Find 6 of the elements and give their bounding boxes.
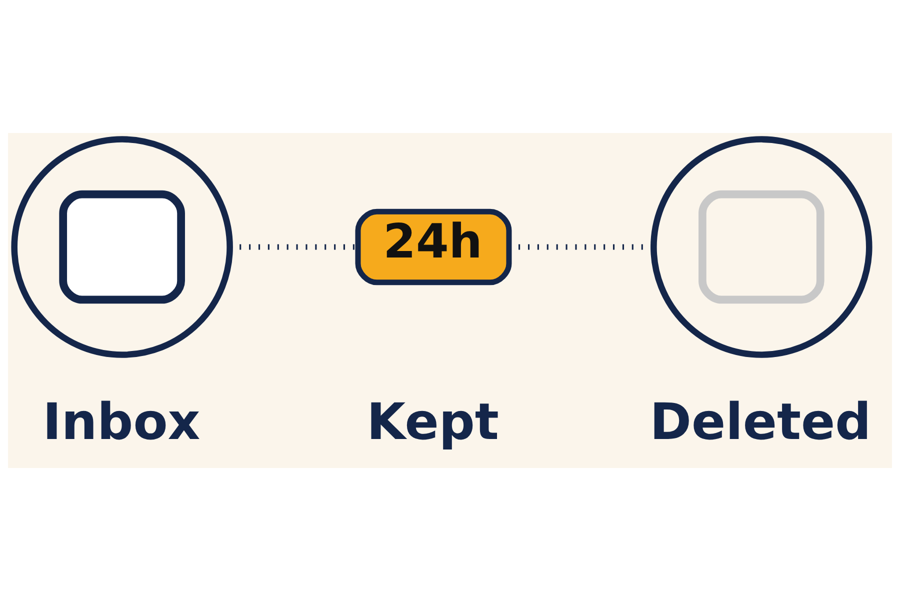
node-label: Kept: [366, 392, 499, 451]
node-circle: [11, 136, 233, 358]
node-label: Deleted: [650, 392, 872, 451]
node-label: Inbox: [42, 392, 200, 451]
node-box: 24h: [355, 208, 512, 285]
node-circle: [650, 136, 872, 358]
